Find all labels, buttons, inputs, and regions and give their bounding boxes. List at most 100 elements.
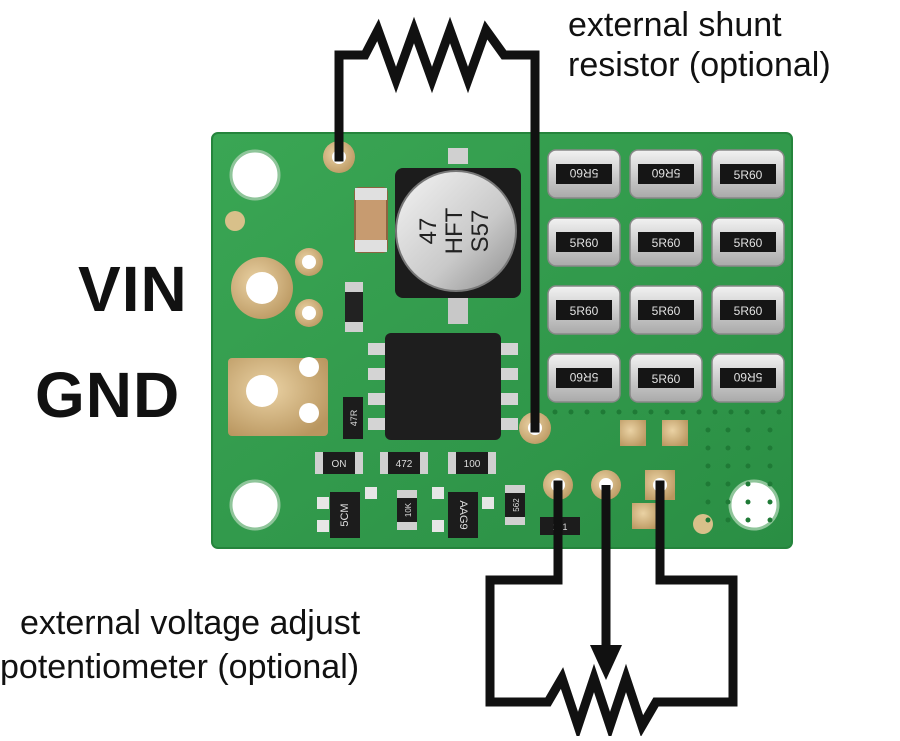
capacitor-text-group: 47 HFT S57: [415, 207, 494, 254]
via-dot: [760, 409, 766, 415]
via-dot: [767, 445, 773, 451]
via-dot: [680, 409, 686, 415]
via-dot: [767, 481, 773, 487]
via-dot: [725, 499, 731, 505]
smd-r-562-mark: 562: [512, 498, 521, 512]
shunt-resistor-label-bg: [720, 300, 776, 320]
shunt-resistor-label-bg: [638, 232, 694, 252]
header-pad-square-1: [620, 420, 646, 446]
smd-pad-ul1: [317, 497, 329, 509]
mounting-hole-bottom-left: [229, 479, 281, 531]
ic-pin-l4: [368, 418, 388, 430]
shunt-label-line2: resistor (optional): [568, 46, 831, 84]
via-dot: [705, 427, 711, 433]
via-dot: [568, 409, 574, 415]
pot-label-line1: external voltage adjust: [20, 604, 361, 642]
shunt-resistor-array: 5R60 5R60 5R60 5R60 5R60 5R60 5R60 5R60 5R60 5R60…: [547, 149, 785, 403]
shunt-resistor-marking: 5R60: [652, 304, 681, 318]
smd-pad-ul3: [365, 487, 377, 499]
via-dot: [744, 409, 750, 415]
header-pad-square-2: [662, 420, 688, 446]
ic-pin-r3: [498, 393, 518, 405]
via-dot: [745, 427, 751, 433]
resistor-47r: [343, 397, 363, 439]
via-dot: [725, 445, 731, 451]
gnd-via-2: [299, 403, 319, 423]
via-dot: [745, 481, 751, 487]
smd-r-100-end-r: [488, 452, 496, 474]
shunt-resistor-marking: 5R60: [651, 166, 680, 180]
small-resistor-vertical-end-bottom: [345, 322, 363, 332]
via-dot: [725, 481, 731, 487]
via-dots: [552, 409, 782, 523]
smd-r-562: [505, 485, 525, 525]
ic-pin-r4: [498, 418, 518, 430]
shunt-wire: [334, 16, 540, 433]
shunt-resistor-label-bg: [720, 368, 776, 388]
via-dot: [705, 463, 711, 469]
via-dot: [696, 409, 702, 415]
ic-pin-r1: [498, 343, 518, 355]
gnd-pad-hole: [246, 375, 278, 407]
smd-r-562-end-b: [505, 517, 525, 525]
shunt-resistor-label-bg: [638, 300, 694, 320]
via-dot: [616, 409, 622, 415]
shunt-resistor-label-bg: [638, 368, 694, 388]
shunt-resistor-marking: 5R60: [570, 236, 599, 250]
resistor-47r-mark: 47R: [349, 409, 359, 426]
smd-r-472-mark: 472: [396, 459, 413, 470]
shunt-resistor-marking: 5R60: [569, 370, 598, 384]
vin-label: VIN: [78, 253, 188, 325]
smd-pad-ur2: [432, 520, 444, 532]
capacitor-text-1: 47: [415, 218, 442, 245]
ceramic-capacitor-cap-top: [355, 188, 387, 200]
ic-pin-l1: [368, 343, 388, 355]
via-dot: [745, 445, 751, 451]
via-dot: [632, 409, 638, 415]
via-dot: [705, 499, 711, 505]
shunt-resistor-marking: 5R60: [652, 372, 681, 386]
via-dot: [776, 409, 782, 415]
shunt-resistor-marking: 5R60: [734, 236, 763, 250]
smd-r-10k-mark: 10K: [404, 502, 413, 517]
via-dot: [648, 409, 654, 415]
via-dot: [745, 463, 751, 469]
ic-pin-l3: [368, 393, 388, 405]
shunt-resistor-label-bg: [638, 164, 694, 184]
pot-wire: [485, 480, 738, 741]
via-dot: [725, 517, 731, 523]
smd-u-right-mark: AAG9: [457, 500, 469, 529]
capacitor-text-3: S57: [467, 210, 494, 253]
mounting-hole-bottom-right: [728, 479, 780, 531]
via-dot: [584, 409, 590, 415]
pot-label-line2: potentiometer (optional): [0, 648, 360, 686]
shunt-resistor-label-bg: [720, 232, 776, 252]
shunt-resistor-marking: 5R60: [652, 236, 681, 250]
shunt-resistor-label-bg: [556, 164, 612, 184]
smd-u-right: [448, 492, 478, 538]
shunt-resistor-label-bg: [556, 232, 612, 252]
via-dot: [728, 409, 734, 415]
smd-r-100-mark: 100: [464, 459, 481, 470]
smd-r-472-end-r: [420, 452, 428, 474]
smd-r-on-end-l: [315, 452, 323, 474]
via-dot: [664, 409, 670, 415]
smd-r-on-mark: ON: [332, 459, 347, 470]
shunt-resistor-marking: 5R60: [569, 166, 598, 180]
shunt-resistor-marking: 5R60: [734, 168, 763, 182]
smd-r-100-end-l: [448, 452, 456, 474]
smd-r-472-end-l: [380, 452, 388, 474]
via-dot: [725, 463, 731, 469]
ic-pin-l2: [368, 368, 388, 380]
small-resistor-vertical-end-top: [345, 282, 363, 292]
shunt-resistor-marking: 5R60: [734, 304, 763, 318]
vin-via-1-hole: [302, 255, 316, 269]
smd-r-10k: [397, 490, 417, 530]
pot-wiper-arrow: [590, 645, 622, 680]
via-dot: [767, 463, 773, 469]
smd-u-left: [330, 492, 360, 538]
via-dot: [725, 427, 731, 433]
via-dot: [767, 427, 773, 433]
electrolytic-can: [395, 170, 517, 292]
